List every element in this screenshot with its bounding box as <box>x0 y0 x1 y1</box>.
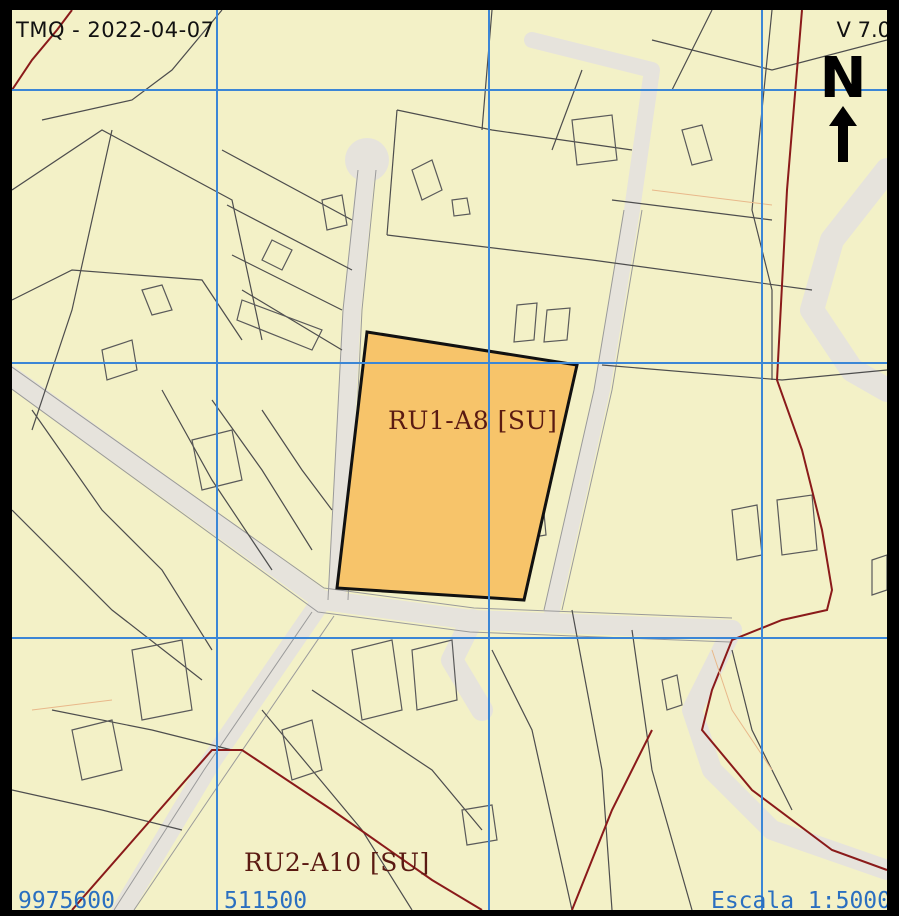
parcel-lines <box>12 10 887 910</box>
map-canvas[interactable] <box>12 10 887 910</box>
road-edges <box>12 169 733 910</box>
north-letter: N <box>819 46 867 111</box>
setback-lines <box>31 189 773 771</box>
road-network <box>12 32 887 910</box>
easting-coordinate: 511500 <box>224 888 308 914</box>
north-indicator: N <box>813 46 873 169</box>
map-version: V 7.0 <box>836 18 891 42</box>
selected-parcel-label: RU1-A8 [SU] <box>388 406 558 435</box>
selected-parcel[interactable] <box>335 330 579 602</box>
north-arrow-icon <box>829 106 857 162</box>
map-scale: Escala 1:5000 <box>710 888 891 914</box>
zone-label: RU2-A10 [SU] <box>244 848 430 877</box>
coordinate-grid <box>12 10 887 910</box>
map-date-stamp: TMQ - 2022-04-07 <box>16 18 215 42</box>
northing-coordinate: 9975600 <box>18 888 115 914</box>
zone-boundaries <box>12 10 887 910</box>
